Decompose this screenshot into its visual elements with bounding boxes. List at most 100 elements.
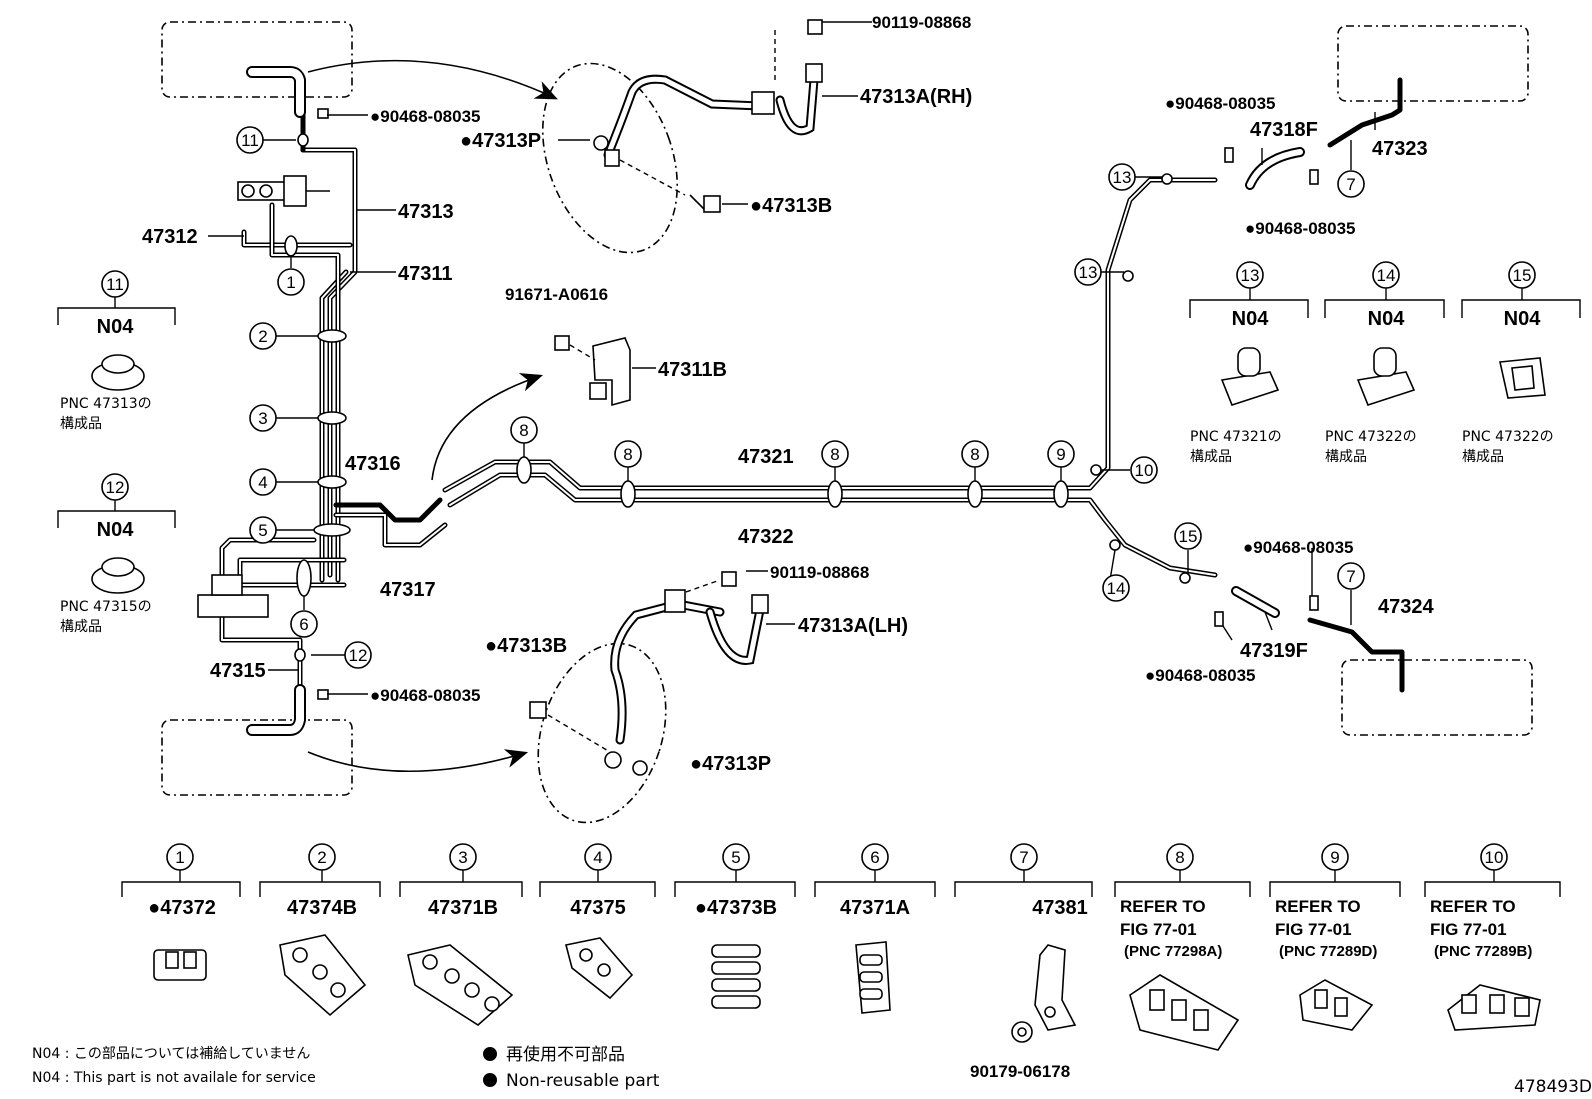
svg-text:47375: 47375 [570,897,626,919]
svg-text:●47372: ●47372 [148,897,216,919]
svg-text:(PNC 77289D): (PNC 77289D) [1279,943,1377,960]
svg-text:13: 13 [1079,263,1098,282]
label-47317: 47317 [380,579,436,601]
detail-rh-ellipse [541,62,679,254]
svg-text:13: 13 [1113,168,1132,187]
svg-text:3: 3 [458,848,467,867]
n04-group-15: 15 N04 PNC 47322の 構成品 [1461,261,1581,465]
callout-1: 1 [277,268,305,296]
label-47311: 47311 [398,263,453,285]
callout-10: 10 [1130,456,1158,484]
svg-text:47381: 47381 [1032,897,1088,919]
n04-group-13: 13 N04 PNC 47321の 構成品 [1189,261,1309,465]
clamp-7: 7 47381 90179-06178 [954,843,1093,1081]
footnote-n04-jp: N04 : この部品については補給していません [32,1046,310,1062]
svg-text:4: 4 [593,848,602,867]
front-wheel-area-box [161,21,353,98]
svg-text:REFER TO: REFER TO [1120,897,1206,916]
svg-text:7: 7 [1019,848,1028,867]
footnotes: N04 : この部品については補給していません N04 : This part … [32,1044,1592,1097]
svg-text:N04: N04 [97,519,135,541]
svg-text:8: 8 [623,445,632,464]
svg-text:PNC 47315の: PNC 47315の [60,599,152,615]
label-90468-bottom-left: ●90468-08035 [370,686,480,705]
label-90179: 90179-06178 [970,1062,1070,1081]
svg-text:10: 10 [1485,848,1504,867]
label-47313P-top: ●47313P [460,130,541,152]
svg-text:14: 14 [1107,579,1126,598]
callout-8-d: 8 [961,440,989,468]
svg-text:10: 10 [1135,461,1154,480]
label-47313B-bottom: ●47313B [485,635,567,657]
svg-text:PNC 47313の: PNC 47313の [60,396,152,412]
arrow-to-rh-detail [307,59,558,100]
svg-text:FIG 77-01: FIG 77-01 [1120,920,1197,939]
svg-text:8: 8 [830,445,839,464]
detail-lh-ellipse [537,642,667,824]
label-47319F: 47319F [1240,640,1308,662]
svg-text:構成品: 構成品 [1190,449,1232,465]
svg-text:2: 2 [317,848,326,867]
rear-right-top-area-box [1337,25,1529,102]
callout-9: 9 [1047,440,1075,468]
callout-6: 6 [290,610,318,638]
arrow-to-47311B [431,373,544,481]
rh-flex-hose-assembly [593,19,823,213]
svg-text:7: 7 [1346,567,1355,586]
arrow-to-lh-detail [307,749,529,773]
clamp-9: 9 REFER TO FIG 77-01 (PNC 77289D) [1269,843,1401,1031]
svg-text:8: 8 [519,421,528,440]
svg-text:3: 3 [258,409,267,428]
clamp-5: 5 ●47373B [674,843,796,1009]
label-47313A-rh: 47313A(RH) [860,86,972,108]
svg-text:REFER TO: REFER TO [1430,897,1516,916]
label-90468-right-low: ●90468-08035 [1243,538,1353,557]
bracket-47311B [554,335,631,407]
part-labels: 90119-08868 47313A(RH) ●90468-08035 ●473… [142,13,1434,775]
svg-text:14: 14 [1377,266,1396,285]
svg-text:REFER TO: REFER TO [1275,897,1361,916]
callout-2: 2 [249,322,277,350]
svg-text:(PNC 77289B): (PNC 77289B) [1434,943,1532,960]
legend-jp: 再使用不可部品 [506,1044,625,1065]
label-90468-top-left: ●90468-08035 [370,107,480,126]
svg-text:PNC 47321の: PNC 47321の [1190,429,1282,445]
n04-group-14: 14 N04 PNC 47322の 構成品 [1324,261,1445,465]
clamp-4: 4 47375 [539,843,656,1000]
clamp-2: 2 47374B [259,843,381,1017]
svg-text:8: 8 [970,445,979,464]
callout-14: 14 [1102,574,1130,602]
svg-text:15: 15 [1513,266,1532,285]
label-90468-right-top: ●90468-08035 [1165,94,1275,113]
svg-text:13: 13 [1241,266,1260,285]
callout-8-a: 8 [510,416,538,444]
svg-text:構成品: 構成品 [60,619,102,635]
svg-text:N04: N04 [1368,308,1406,330]
svg-text:47371B: 47371B [428,897,498,919]
svg-text:FIG 77-01: FIG 77-01 [1430,920,1507,939]
callout-8-b: 8 [614,440,642,468]
clamp-6: 6 47371A [814,843,936,1014]
clamp-10: 10 REFER TO FIG 77-01 (PNC 77289B) [1424,843,1561,1031]
label-47313P-bottom: ●47313P [690,753,771,775]
rear-left-area-box [161,719,353,796]
rear-brake-pipes-47321-47322 [442,177,1218,578]
label-47313A-lh: 47313A(LH) [798,615,908,637]
non-reusable-dot-icon [483,1047,497,1061]
svg-text:9: 9 [1330,848,1339,867]
diagram-id: 478493D [1514,1077,1592,1097]
svg-text:9: 9 [1056,445,1065,464]
callout-4: 4 [249,468,277,496]
n04-group-11: 11 N04 PNC 47313の 構成品 [57,270,176,432]
label-47315: 47315 [210,660,266,682]
callout-13-b: 13 [1074,258,1102,286]
label-47313B-top: ●47313B [750,195,832,217]
label-47323: 47323 [1372,138,1428,160]
lower-junction-block [197,574,269,618]
rear-hose-bottom [246,684,306,736]
svg-text:PNC 47322の: PNC 47322の [1325,429,1417,445]
callout-3: 3 [249,404,277,432]
svg-text:構成品: 構成品 [1325,449,1367,465]
callouts: 11 1 2 3 4 5 6 12 8 8 8 8 9 10 13 13 14 … [236,126,1365,669]
